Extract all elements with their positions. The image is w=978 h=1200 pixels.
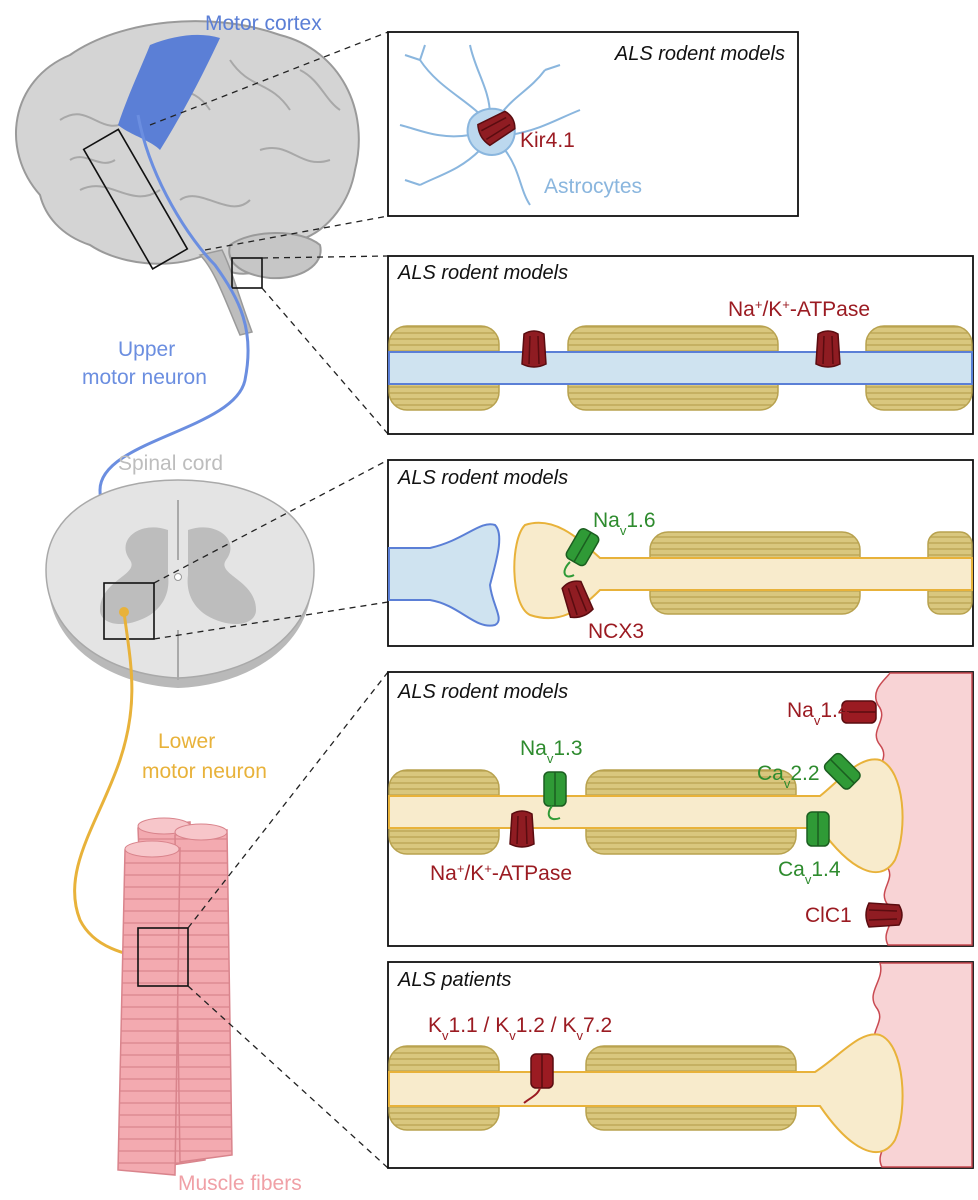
cortex-zoom-box xyxy=(82,128,189,270)
nav1.6-label: Nav1.6 xyxy=(593,509,656,538)
nav1.3-channel xyxy=(543,771,567,807)
na-k-atpase-label-2: Na+/K+-ATPase xyxy=(430,861,572,886)
kv-channels-label: Kv1.1 / Kv1.2 / Kv7.2 xyxy=(428,1014,612,1043)
cerebellum-zoom-box xyxy=(231,257,263,289)
brain xyxy=(15,20,360,336)
panel-1-title: ALS rodent models xyxy=(614,43,785,65)
na-k-atpase-3 xyxy=(509,810,535,848)
nav1.3-gate xyxy=(547,805,561,821)
motor-cortex-label: Motor cortex xyxy=(205,12,322,35)
lower-motor-neuron-axon xyxy=(73,611,156,962)
cav2.2-label: Cav2.2 xyxy=(757,762,820,791)
muscle-fiber-2-end xyxy=(174,823,228,841)
ncx3-label: NCX3 xyxy=(588,620,644,643)
muscle-fiber-3 xyxy=(117,847,181,1176)
nav1.4-label: Nav1.4 xyxy=(787,699,850,728)
spinal-cord xyxy=(45,479,315,688)
astrocytes-label: Astrocytes xyxy=(544,175,642,198)
lower-neuron-label-1: Lower xyxy=(158,730,215,753)
kv-channel xyxy=(530,1053,554,1089)
panel-4-title: ALS rodent models xyxy=(397,681,568,703)
panel-node-of-ranvier: ALS rodent models Na+/K+-ATPase xyxy=(387,255,974,435)
nav1.3-label: Nav1.3 xyxy=(520,737,583,766)
gray-matter-right xyxy=(187,527,256,625)
lower-neuron-axon-terminal-patient xyxy=(388,1033,904,1153)
muscle-fiber-2 xyxy=(174,829,233,1163)
kir4.1-label: Kir4.1 xyxy=(520,129,575,152)
upper-neuron-label-1: Upper xyxy=(118,338,175,361)
upper-neuron-label-2: motor neuron xyxy=(82,366,207,389)
axon-upper xyxy=(388,351,973,385)
panel-nmj-patients: ALS patients Kv1.1 / Kv1.2 / Kv7.2 xyxy=(387,961,974,1169)
muscle-fibers xyxy=(117,817,233,1176)
zoom-connector-lines xyxy=(149,31,389,1169)
panel-3-title: ALS rodent models xyxy=(397,467,568,489)
panel-astrocytes: ALS rodent models Kir4.1 Astrocytes xyxy=(387,31,799,217)
lower-neuron-label-2: motor neuron xyxy=(142,760,267,783)
brainstem xyxy=(198,249,253,336)
panel-2-title: ALS rodent models xyxy=(397,262,568,284)
panel-5-title: ALS patients xyxy=(397,969,511,991)
na-k-atpase-label: Na+/K+-ATPase xyxy=(728,297,870,322)
muscle-fibers-label: Muscle fibers xyxy=(178,1172,302,1195)
panel-1-frame xyxy=(387,31,799,217)
muscle-zoom-box xyxy=(137,927,189,987)
cav1.4-label: Cav1.4 xyxy=(778,858,841,887)
panel-synapse: ALS rodent models Nav1.6 NCX3 xyxy=(387,459,974,647)
kv-channel-tail xyxy=(523,1087,541,1104)
brain-hemisphere xyxy=(15,20,360,275)
motor-cortex-region xyxy=(118,34,220,150)
spinal-cord-label: Spinal cord xyxy=(118,452,223,475)
clc1-label: ClC1 xyxy=(805,904,852,927)
nav1.6-gate xyxy=(563,561,575,578)
na-k-atpase-1 xyxy=(521,330,547,368)
upper-neuron-terminal-bouton xyxy=(388,523,501,627)
panel-nmj-rodent: ALS rodent models Nav1.3 Nav1.4 Cav2.2 C… xyxy=(387,671,974,947)
muscle-fiber-3-end xyxy=(124,840,180,858)
clc1-channel xyxy=(865,902,903,928)
cav1.4-channel xyxy=(806,811,830,847)
na-k-atpase-2 xyxy=(815,330,841,368)
cerebellum xyxy=(228,232,322,280)
central-canal xyxy=(174,573,182,581)
gray-matter-left xyxy=(100,527,169,625)
